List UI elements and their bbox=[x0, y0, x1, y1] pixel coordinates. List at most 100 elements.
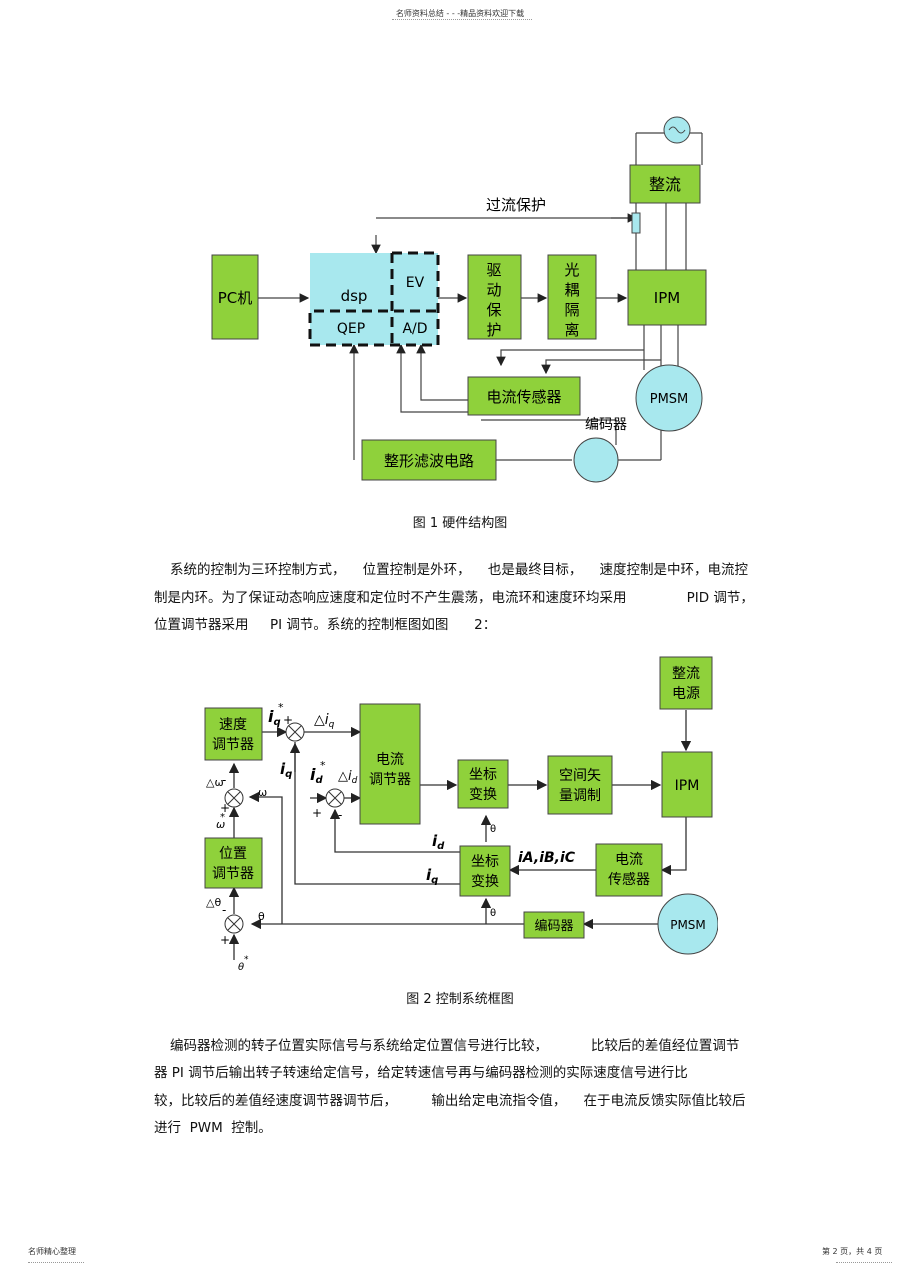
footer-left: 名师精心整理 bbox=[28, 1247, 76, 1256]
coord1-line2: 变换 bbox=[469, 786, 497, 803]
iq-star-label: iq bbox=[268, 707, 281, 728]
pc-label: PC机 bbox=[218, 289, 253, 307]
omega-star-label: ω bbox=[216, 818, 225, 831]
overcurrent-label: 过流保护 bbox=[486, 196, 546, 214]
sum-junction-iq bbox=[285, 722, 305, 742]
iq-feedback-label: iq bbox=[280, 760, 292, 780]
ipm-block-2 bbox=[661, 751, 713, 818]
figure2-caption: 图 2 控制系统框图 bbox=[406, 992, 514, 1007]
sum-junction-position bbox=[224, 914, 244, 934]
pos-reg-line1: 位置 bbox=[219, 846, 247, 862]
coord-transform-block-1 bbox=[457, 759, 509, 809]
id-feedback-label: id bbox=[432, 832, 445, 852]
page-header: 名师资料总结 - - -精品资料欢迎下载 bbox=[395, 9, 525, 18]
paragraph1-line3: 位置调节器采用 PI 调节。系统的控制框图如图 2： bbox=[154, 617, 497, 633]
plus-omega: + bbox=[220, 801, 230, 815]
paragraph2-line2: 器 PI 调节后输出转子转速给定信号，给定转速信号再与编码器检测的实际速度信号进… bbox=[154, 1065, 688, 1081]
header-divider bbox=[392, 19, 532, 20]
coord2-line2: 变换 bbox=[471, 873, 499, 890]
qep-label: QEP bbox=[337, 321, 365, 337]
speed-reg-line1: 速度 bbox=[219, 717, 247, 733]
iabc-label: iA,iB,iC bbox=[518, 850, 576, 866]
pmsm-motor bbox=[635, 364, 703, 432]
delta-id-label: △id bbox=[338, 769, 358, 786]
current-regulator-block bbox=[359, 703, 421, 825]
iq-feedback-label-2: iq bbox=[426, 866, 438, 886]
speed-regulator-block bbox=[204, 707, 263, 761]
encoder2-label: 编码器 bbox=[534, 919, 573, 934]
current-reg-line1: 电流 bbox=[376, 752, 404, 768]
minus-id: - bbox=[338, 808, 342, 822]
current-reg-line2: 调节器 bbox=[369, 772, 411, 788]
theta-coord1-label: θ bbox=[490, 824, 496, 835]
figure1-caption: 图 1 硬件结构图 bbox=[412, 516, 508, 531]
sum-junction-id bbox=[325, 788, 345, 808]
drive-protect-block bbox=[467, 254, 522, 340]
theta-coord2-label: θ bbox=[490, 908, 496, 919]
speed-reg-line2: 调节器 bbox=[212, 737, 254, 753]
current-shunt bbox=[631, 212, 641, 234]
hardware-diagram: PC机 dsp EV QEP A/D 驱 动 保 护 光 耦 隔 离 IPM 整… bbox=[211, 116, 707, 483]
ad-label: A/D bbox=[402, 321, 427, 337]
current-sensor2-line2: 传感器 bbox=[608, 871, 650, 888]
pos-reg-line2: 调节器 bbox=[212, 866, 254, 882]
theta-star-mark: * bbox=[244, 955, 249, 965]
rect-power-line2: 电源 bbox=[672, 686, 700, 702]
paragraph2-line1: 编码器检测的转子位置实际信号与系统给定位置信号进行比较， 比较后的差值经位置调节 bbox=[170, 1038, 740, 1054]
ev-label: EV bbox=[406, 275, 425, 291]
optical-char-4: 离 bbox=[564, 321, 579, 339]
current-sensor-block bbox=[467, 376, 581, 416]
pmsm-motor-2 bbox=[657, 893, 718, 955]
ipm-label: IPM bbox=[654, 289, 680, 307]
delta-iq-label: △iq bbox=[314, 712, 335, 730]
filter-circuit-block bbox=[361, 439, 497, 481]
paragraph2-line3: 较，比较后的差值经速度调节器调节后， 输出给定电流指令值， 在于电流反馈实际值比… bbox=[154, 1093, 746, 1109]
pc-block bbox=[211, 254, 259, 340]
pmsm2-label: PMSM bbox=[670, 918, 706, 932]
position-regulator-block bbox=[204, 837, 263, 889]
paragraph2-line4: 进行 PWM 控制。 bbox=[154, 1120, 272, 1136]
encoder-block bbox=[523, 911, 585, 939]
pmsm-label: PMSM bbox=[650, 392, 689, 407]
omega-label: ω bbox=[258, 786, 267, 799]
drive-char-1: 驱 bbox=[486, 261, 501, 279]
control-system-diagram: 速度 调节器 位置 调节器 电流 调节器 坐标 变换 坐标 变换 空间矢 量调制… bbox=[204, 656, 718, 973]
svm-line2: 量调制 bbox=[559, 788, 601, 804]
footer-right-dots bbox=[836, 1262, 892, 1263]
encoder-label: 编码器 bbox=[585, 417, 627, 433]
optical-char-2: 耦 bbox=[564, 281, 579, 299]
current-sensor-label: 电流传感器 bbox=[486, 388, 561, 406]
minus-theta: - bbox=[222, 903, 226, 917]
iq-star-mark: * bbox=[278, 701, 284, 714]
coord-transform-block-2 bbox=[459, 845, 511, 897]
ipm-block bbox=[627, 269, 707, 326]
minus-omega: - bbox=[222, 773, 226, 787]
footer-left-dots bbox=[28, 1262, 84, 1263]
drive-char-4: 护 bbox=[486, 321, 501, 339]
sum-junction-speed bbox=[224, 788, 244, 808]
optical-char-1: 光 bbox=[564, 261, 579, 279]
plus-theta: + bbox=[220, 933, 230, 947]
current-sensor-block-2 bbox=[595, 843, 663, 897]
filter-label: 整形滤波电路 bbox=[384, 452, 474, 470]
current-sensor2-line1: 电流 bbox=[615, 852, 643, 868]
coord1-line1: 坐标 bbox=[469, 767, 497, 783]
encoder-disc bbox=[573, 437, 619, 483]
ipm2-label: IPM bbox=[675, 778, 700, 794]
rectifier-block bbox=[629, 164, 701, 204]
drive-char-2: 动 bbox=[486, 281, 501, 299]
rect-power-block bbox=[659, 656, 713, 710]
paragraph1-line1: 系统的控制为三环控制方式， 位置控制是外环， 也是最终目标， 速度控制是中环，电… bbox=[170, 562, 748, 578]
delta-theta-label: △θ bbox=[206, 896, 221, 909]
dsp-block bbox=[310, 253, 438, 345]
rect-power-line1: 整流 bbox=[672, 666, 700, 682]
theta-label: θ bbox=[258, 910, 265, 923]
svm-line1: 空间矢 bbox=[559, 768, 601, 784]
rectifier-label: 整流 bbox=[649, 175, 681, 194]
theta-star-label: θ bbox=[238, 962, 244, 973]
coord2-line1: 坐标 bbox=[471, 854, 499, 870]
footer-page-number: 第 2 页，共 4 页 bbox=[822, 1247, 883, 1256]
drive-char-3: 保 bbox=[486, 301, 501, 319]
omega-star-mark: * bbox=[220, 812, 225, 823]
optical-block bbox=[547, 254, 597, 340]
